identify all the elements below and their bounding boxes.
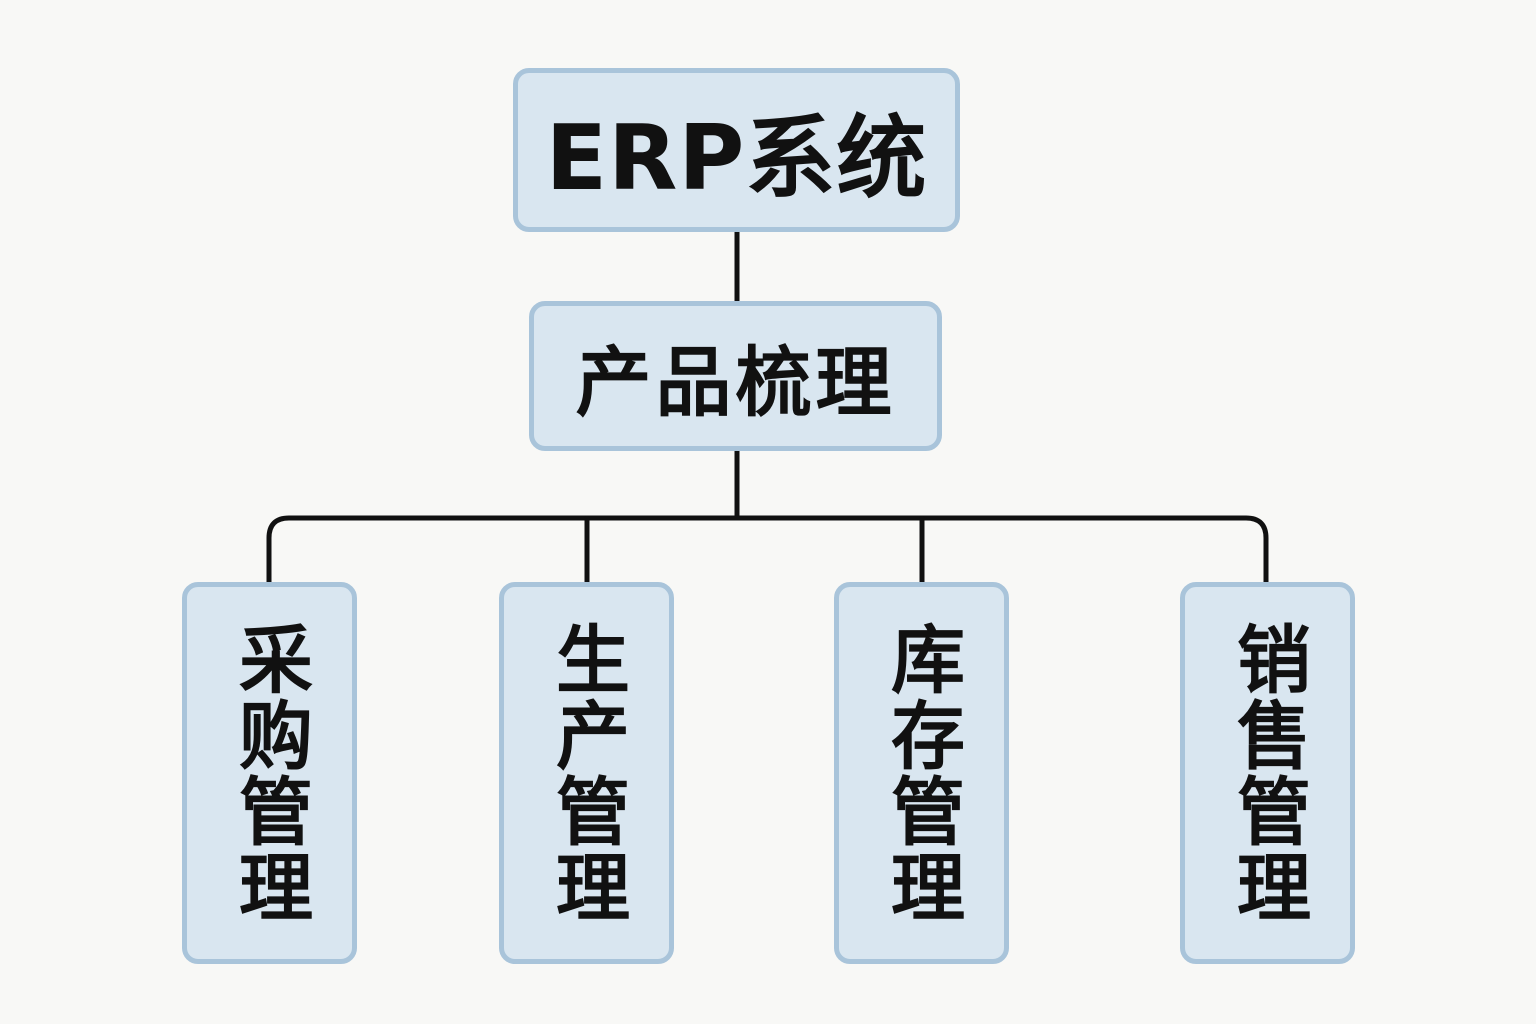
leaf-node-label: 生产管理 (543, 621, 630, 925)
leaf-node-production: 生产管理 (499, 582, 674, 964)
leaf-node-sales: 销售管理 (1180, 582, 1355, 964)
product-node-label: 产品梳理 (575, 338, 896, 427)
leaf-node-inventory: 库存管理 (834, 582, 1009, 964)
product-node: 产品梳理 (529, 301, 942, 451)
root-node-label: ERP系统 (545, 106, 928, 211)
leaf-node-label: 采购管理 (226, 621, 313, 925)
leaf-node-label: 库存管理 (878, 621, 965, 925)
root-node: ERP系统 (513, 68, 960, 232)
connector-bus (266, 515, 1269, 585)
leaf-node-label: 销售管理 (1224, 621, 1311, 925)
leaf-node-procurement: 采购管理 (182, 582, 357, 964)
